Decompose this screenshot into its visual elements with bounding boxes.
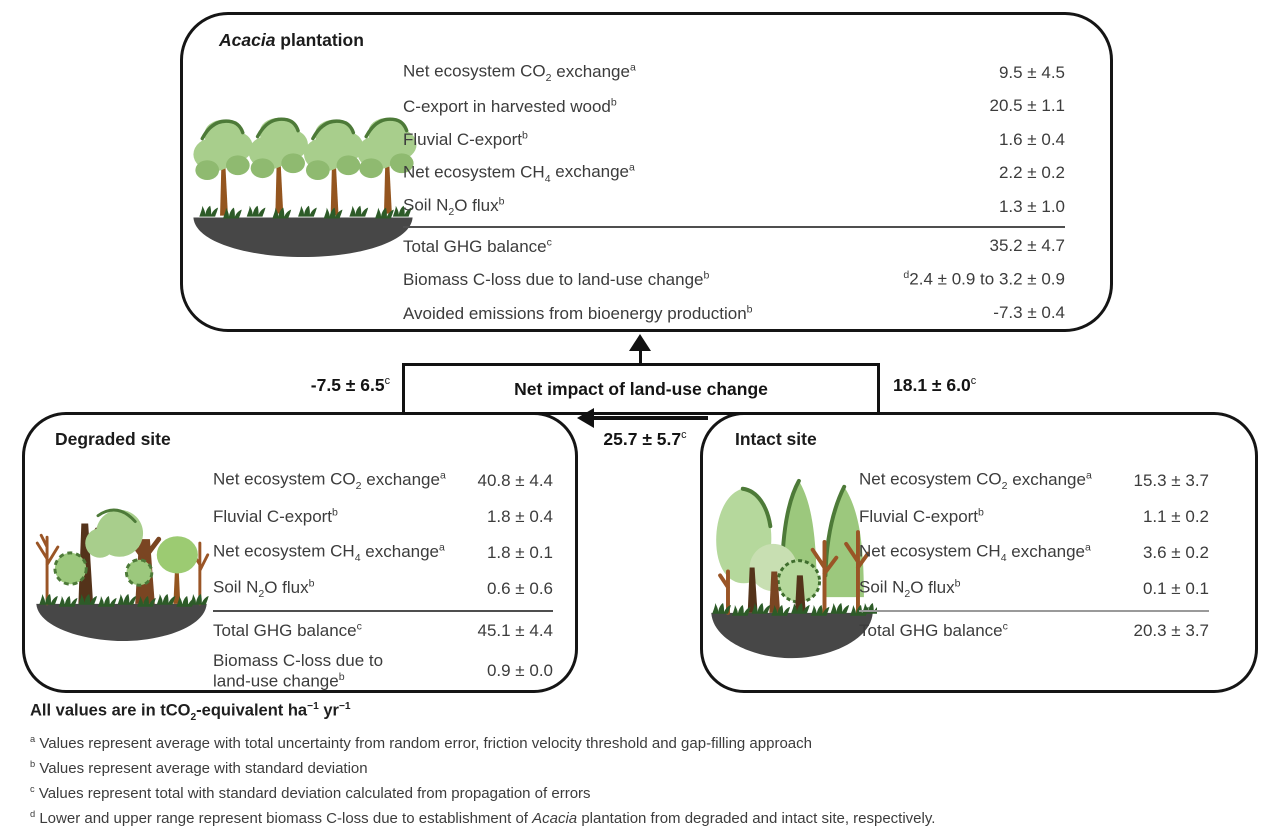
row-label: C-export in harvested woodb bbox=[403, 95, 617, 116]
row-value: 1.1 ± 0.2 bbox=[1142, 507, 1209, 526]
acacia-plantation-box: Acacia plantation bbox=[180, 12, 1113, 332]
table-row: C-export in harvested woodb 20.5 ± 1.1 bbox=[403, 90, 1065, 124]
net-impact-box: Net impact of land-use change bbox=[402, 363, 880, 415]
table-row: Biomass C-loss due to land-use changeb d2… bbox=[403, 263, 1065, 297]
row-value: 1.3 ± 1.0 bbox=[998, 196, 1065, 216]
row-label: Net ecosystem CH4 exchangea bbox=[403, 161, 635, 185]
row-label: Net ecosystem CH4 exchangea bbox=[213, 541, 445, 565]
intact-site-title: Intact site bbox=[735, 429, 817, 449]
table-row: Total GHG balancec 35.2 ± 4.7 bbox=[403, 230, 1065, 264]
net-impact-right-value: 18.1 ± 6.0c bbox=[893, 375, 977, 395]
degraded-site-box: Degraded site Net ecosystem CO2 exchange… bbox=[22, 412, 578, 693]
row-value: d2.4 ± 0.9 to 3.2 ± 0.9 bbox=[903, 269, 1065, 290]
table-row: Fluvial C-exportb 1.6 ± 0.4 bbox=[403, 123, 1065, 157]
units-note: All values are in tCO2-equivalent ha−1 y… bbox=[30, 701, 351, 723]
row-value: 0.6 ± 0.6 bbox=[486, 579, 553, 598]
table-row: Fluvial C-exportb 1.1 ± 0.2 bbox=[859, 499, 1209, 535]
conversion-arrow-value: 25.7 ± 5.7c bbox=[603, 429, 687, 449]
row-value: 20.5 ± 1.1 bbox=[989, 96, 1066, 116]
row-separator bbox=[859, 610, 1209, 612]
acacia-plantation-title: Acacia plantation bbox=[219, 30, 364, 51]
table-row: Soil N2O fluxb 0.6 ± 0.6 bbox=[213, 571, 553, 607]
net-impact-label: Net impact of land-use change bbox=[514, 378, 768, 399]
row-label: Soil N2O fluxb bbox=[213, 577, 315, 601]
row-value: 2.2 ± 0.2 bbox=[998, 163, 1065, 183]
row-label: Biomass C-loss due to land-use changeb bbox=[403, 269, 710, 290]
row-label: Net ecosystem CO2 exchangea bbox=[213, 469, 446, 493]
table-row: Net ecosystem CO2 exchangea 9.5 ± 4.5 bbox=[403, 56, 1065, 90]
title-rest-part: plantation bbox=[275, 30, 364, 50]
row-label: Net ecosystem CH4 exchangea bbox=[859, 541, 1091, 565]
footnote-d: d Lower and upper range represent biomas… bbox=[30, 809, 936, 828]
intact-trees-illustration bbox=[711, 478, 877, 659]
row-label: Soil N2O fluxb bbox=[859, 577, 961, 601]
row-label: Net ecosystem CO2 exchangea bbox=[859, 469, 1092, 493]
row-label: Fluvial C-exportb bbox=[403, 129, 528, 150]
row-value: 20.3 ± 3.7 bbox=[1133, 621, 1210, 640]
row-value: 9.5 ± 4.5 bbox=[998, 62, 1065, 82]
table-row: Net ecosystem CH4 exchangea 2.2 ± 0.2 bbox=[403, 157, 1065, 191]
row-value: 1.8 ± 0.4 bbox=[486, 507, 553, 526]
row-label: Total GHG balancec bbox=[213, 620, 362, 641]
row-value: 0.1 ± 0.1 bbox=[1142, 579, 1209, 598]
row-separator bbox=[403, 225, 1065, 228]
row-value: 35.2 ± 4.7 bbox=[989, 236, 1066, 256]
footnotes: All values are in tCO2-equivalent ha−1 y… bbox=[30, 701, 1265, 830]
row-label: Soil N2O fluxb bbox=[403, 195, 505, 219]
row-value: 0.9 ± 0.0 bbox=[486, 661, 553, 680]
table-row: Net ecosystem CH4 exchangea 3.6 ± 0.2 bbox=[859, 535, 1209, 571]
up-arrow-icon bbox=[629, 334, 651, 351]
row-label: Total GHG balancec bbox=[859, 620, 1008, 641]
row-value: 3.6 ± 0.2 bbox=[1142, 543, 1209, 562]
table-row: Net ecosystem CH4 exchangea 1.8 ± 0.1 bbox=[213, 535, 553, 571]
row-label: Fluvial C-exportb bbox=[213, 506, 338, 527]
row-value: 1.6 ± 0.4 bbox=[998, 129, 1065, 149]
table-row: Net ecosystem CO2 exchangea 40.8 ± 4.4 bbox=[213, 463, 553, 499]
title-italic-part: Acacia bbox=[219, 30, 276, 50]
up-arrow-stem bbox=[639, 349, 642, 364]
table-row: Total GHG balancec 20.3 ± 3.7 bbox=[859, 613, 1209, 649]
row-separator bbox=[213, 610, 553, 612]
row-label: Net ecosystem CO2 exchangea bbox=[403, 61, 636, 85]
left-arrow-head bbox=[577, 408, 594, 428]
footnote-b: b Values represent average with standard… bbox=[30, 759, 368, 777]
table-row: Soil N2O fluxb 0.1 ± 0.1 bbox=[859, 571, 1209, 607]
intact-site-box: Intact site Net ecosystem CO2 exchangea 1… bbox=[700, 412, 1258, 693]
degraded-trees-illustration bbox=[35, 508, 210, 642]
row-label: Total GHG balancec bbox=[403, 235, 552, 256]
row-value: 40.8 ± 4.4 bbox=[477, 471, 554, 490]
plantation-trees-illustration bbox=[191, 116, 418, 258]
row-value: 1.8 ± 0.1 bbox=[486, 543, 553, 562]
row-label: Fluvial C-exportb bbox=[859, 506, 984, 527]
net-impact-left-value: -7.5 ± 6.5c bbox=[310, 375, 390, 395]
row-label: Avoided emissions from bioenergy product… bbox=[403, 302, 753, 323]
table-row: Soil N2O fluxb 1.3 ± 1.0 bbox=[403, 190, 1065, 224]
row-value: -7.3 ± 0.4 bbox=[993, 303, 1065, 323]
row-value: 15.3 ± 3.7 bbox=[1133, 471, 1210, 490]
footnote-a: a Values represent average with total un… bbox=[30, 733, 812, 752]
row-value: 45.1 ± 4.4 bbox=[477, 621, 554, 640]
table-row: Total GHG balancec 45.1 ± 4.4 bbox=[213, 613, 553, 649]
table-row: Net ecosystem CO2 exchangea 15.3 ± 3.7 bbox=[859, 463, 1209, 499]
table-row: Fluvial C-exportb 1.8 ± 0.4 bbox=[213, 499, 553, 535]
left-arrow-icon bbox=[594, 416, 708, 420]
footnote-c: c Values represent total with standard d… bbox=[30, 784, 591, 803]
table-row: Avoided emissions from bioenergy product… bbox=[403, 297, 1065, 331]
degraded-site-title: Degraded site bbox=[55, 429, 171, 449]
